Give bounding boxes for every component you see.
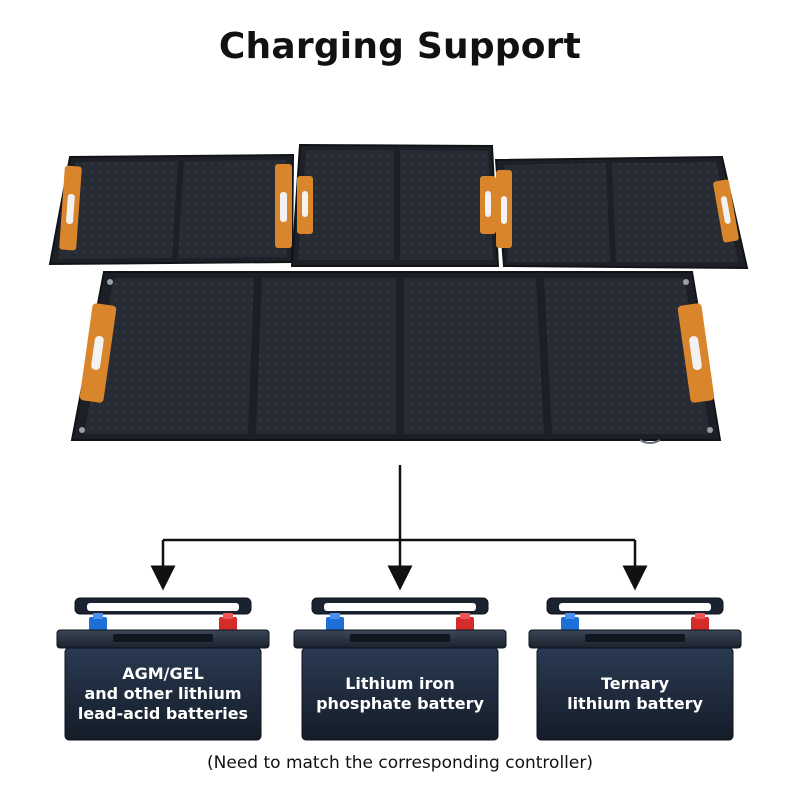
solar-panel-small-right xyxy=(494,155,749,270)
battery-2 xyxy=(293,597,507,741)
solar-panel-large xyxy=(70,271,722,444)
battery-label-line: and other lithium xyxy=(84,684,242,703)
connector-lines xyxy=(150,465,648,591)
footnote: (Need to match the corresponding control… xyxy=(207,753,593,773)
battery-label-line: lead-acid batteries xyxy=(77,704,249,723)
negative-terminal-icon xyxy=(326,613,344,631)
solar-panel-small-middle xyxy=(290,143,500,267)
negative-terminal-icon xyxy=(561,613,579,631)
positive-terminal-icon xyxy=(691,613,709,631)
battery-label-line: Lithium iron xyxy=(345,674,455,693)
page-title: Charging Support xyxy=(218,26,582,67)
batteries-group xyxy=(56,597,742,741)
positive-terminal-icon xyxy=(456,613,474,631)
negative-terminal-icon xyxy=(89,613,107,631)
battery-label-line: lithium battery xyxy=(567,694,703,713)
battery-3 xyxy=(528,597,742,741)
positive-terminal-icon xyxy=(219,613,237,631)
battery-1 xyxy=(56,597,270,741)
battery-label-line: phosphate battery xyxy=(316,694,484,713)
solar-panel-small-left xyxy=(48,153,295,266)
battery-label-line: AGM/GEL xyxy=(122,664,204,683)
battery-label-line: Ternary xyxy=(600,674,670,693)
